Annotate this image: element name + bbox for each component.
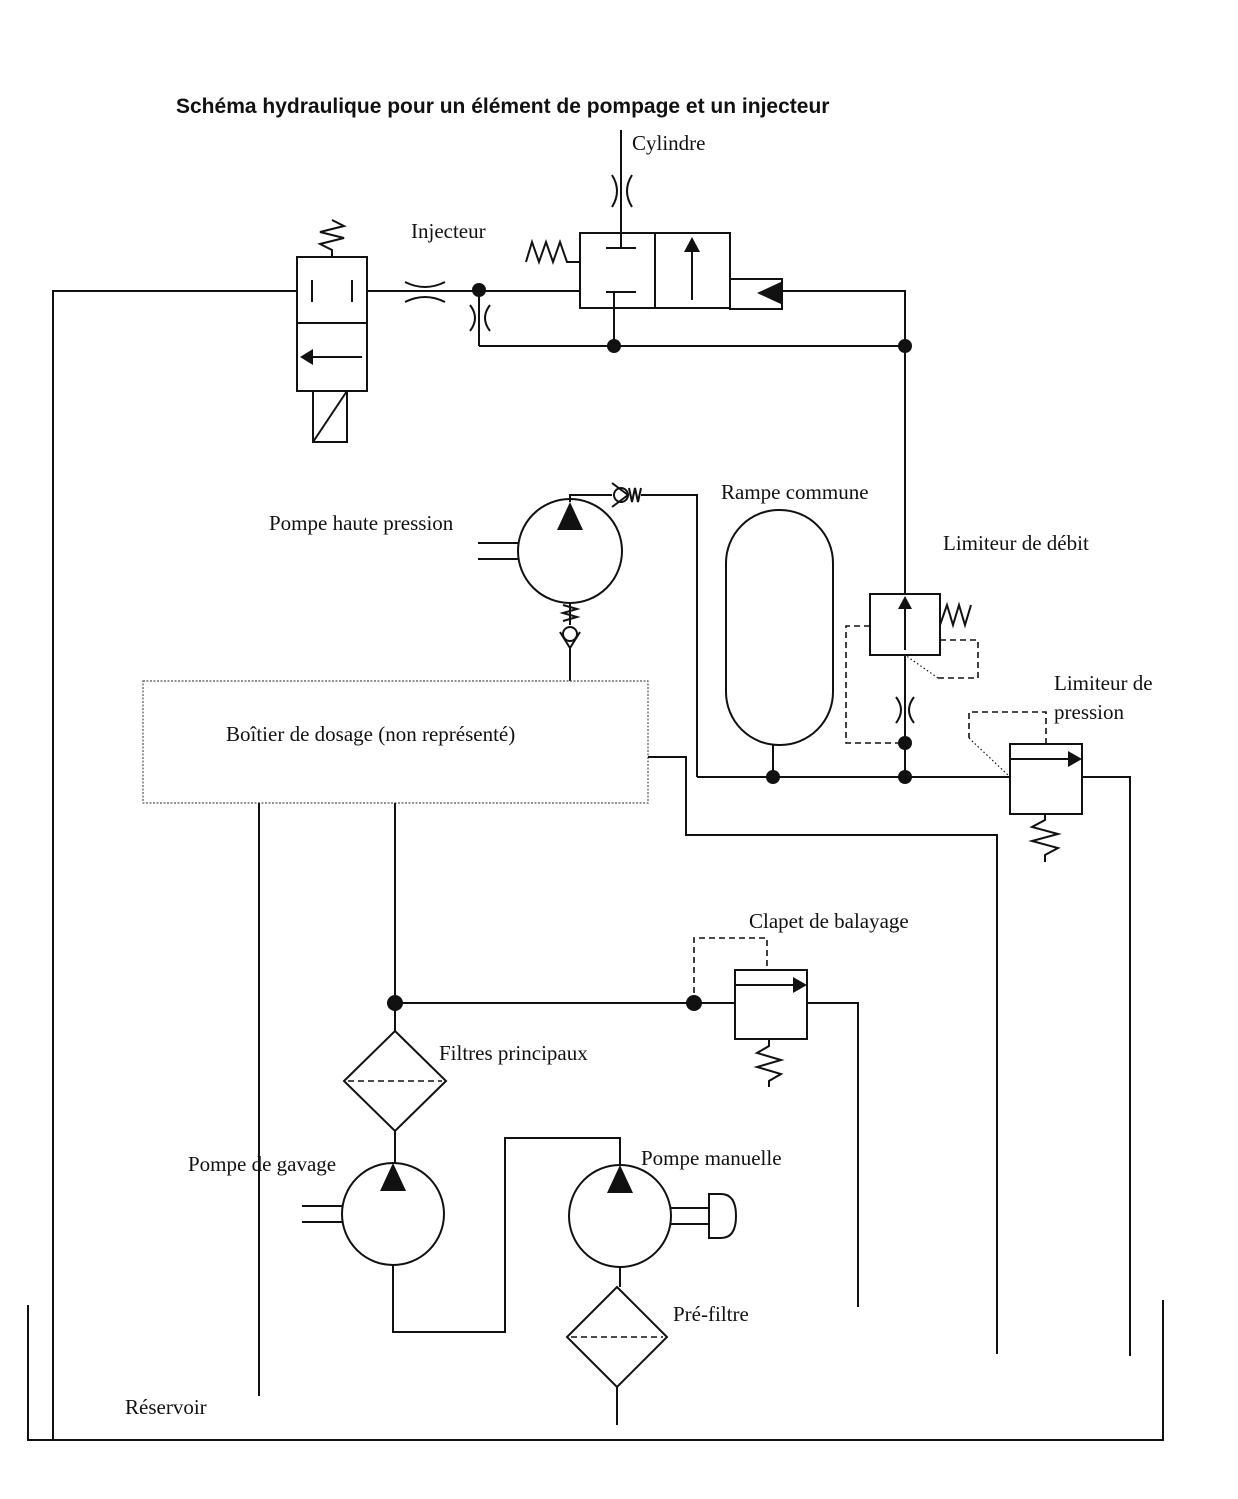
- label-limiteur-pression-1: Limiteur de: [1054, 671, 1153, 695]
- label-pompe-haute-pression: Pompe haute pression: [269, 511, 454, 535]
- cylinder-restrictor: [611, 174, 633, 208]
- label-boitier-dosage: Boîtier de dosage (non représenté): [226, 722, 515, 746]
- metering-unit-box: [142, 680, 649, 804]
- reservoir: [27, 1300, 1164, 1441]
- feed-pump: [302, 1137, 621, 1333]
- junction-dot: [387, 995, 403, 1011]
- label-limiteur-pression-2: pression: [1054, 700, 1124, 724]
- pre-filter: [565, 1285, 669, 1425]
- label-filtres-principaux: Filtres principaux: [439, 1041, 588, 1065]
- vertical-restrictor-1: [469, 304, 491, 332]
- diagram-title: Schéma hydraulique pour un élément de po…: [176, 95, 829, 118]
- label-reservoir: Réservoir: [125, 1395, 207, 1419]
- injector-restrictor: [404, 281, 446, 303]
- label-clapet-balayage: Clapet de balayage: [749, 909, 909, 933]
- pressure-limiter: [968, 711, 1131, 1356]
- label-cylindre: Cylindre: [632, 131, 706, 155]
- main-filter: [342, 1029, 448, 1163]
- flow-limiter: [845, 593, 979, 784]
- cylinder-valve: [525, 232, 783, 346]
- label-injecteur: Injecteur: [411, 219, 486, 243]
- common-rail: [725, 509, 834, 784]
- label-pompe-gavage: Pompe de gavage: [188, 1152, 336, 1176]
- label-pompe-manuelle: Pompe manuelle: [641, 1146, 782, 1170]
- label-rampe-commune: Rampe commune: [721, 480, 869, 504]
- hand-pump: [568, 1164, 738, 1287]
- scavenge-valve: [693, 937, 859, 1307]
- label-pre-filtre: Pré-filtre: [673, 1302, 749, 1326]
- label-limiteur-debit: Limiteur de débit: [943, 531, 1089, 555]
- solenoid-valve: [296, 219, 368, 443]
- high-pressure-pump: [478, 482, 698, 777]
